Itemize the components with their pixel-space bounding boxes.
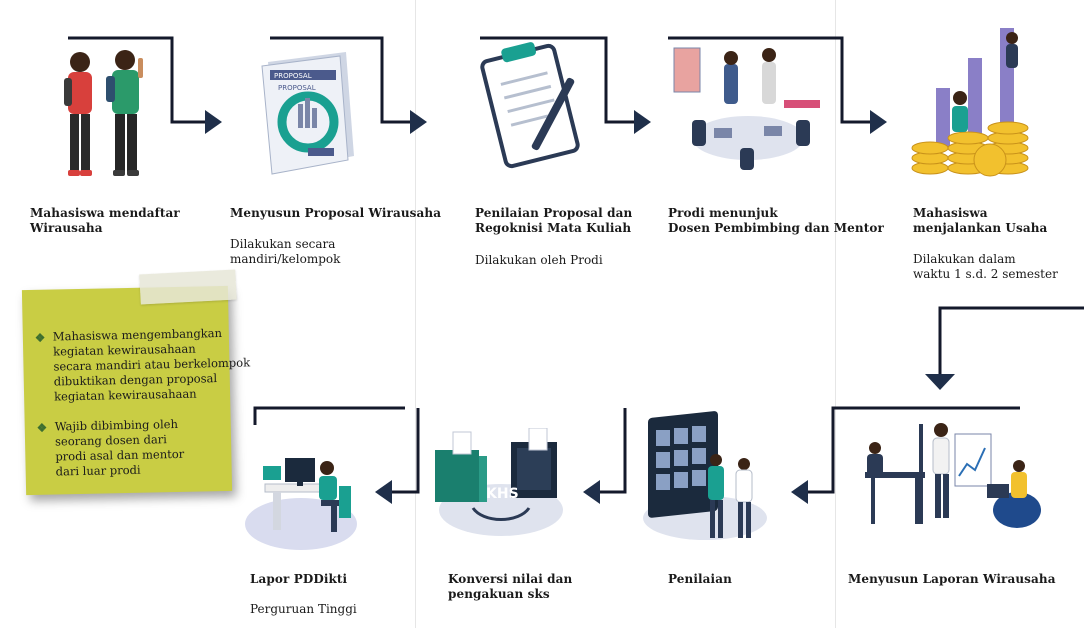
arrow-left-icon xyxy=(791,480,808,504)
diamond-bullet-icon: ❖ xyxy=(36,420,48,435)
illustration-khs-conversion: KHS xyxy=(425,428,575,550)
subcaption-line: Dilakukan secara xyxy=(230,237,336,251)
subcaption-line: Dilakukan oleh Prodi xyxy=(475,253,603,267)
note-item: ❖ Mahasiswa mengembangkan kegiatan kewir… xyxy=(35,325,251,404)
step-subcaption: Dilakukan secara mandiri/kelompok xyxy=(230,237,340,267)
caption-line: Menyusun Laporan Wirausaha xyxy=(848,572,1056,586)
caption-line: Lapor PDDikti xyxy=(250,572,348,586)
caption-line: Mahasiswa xyxy=(913,206,988,220)
diamond-bullet-icon: ❖ xyxy=(34,330,46,345)
note-line: kegiatan kewirausahaan xyxy=(53,386,197,404)
arrow-left-icon xyxy=(583,480,600,504)
connector-line xyxy=(938,306,1084,374)
step-caption: Penilaian Proposal dan Regoknisi Mata Ku… xyxy=(475,206,632,236)
arrow-right-icon xyxy=(634,110,651,134)
step-subcaption: Perguruan Tinggi xyxy=(250,602,357,617)
caption-line: Penilaian Proposal dan xyxy=(475,206,633,220)
caption-line: Regoknisi Mata Kuliah xyxy=(475,221,632,235)
caption-line: Dosen Pembimbing dan Mentor xyxy=(668,221,884,235)
caption-line: Penilaian xyxy=(668,572,732,586)
connector-line xyxy=(600,408,627,494)
proposal-cover-label-2: PROPOSAL xyxy=(278,84,316,92)
step-caption: Prodi menunjuk Dosen Pembimbing dan Ment… xyxy=(668,206,884,236)
caption-line: menjalankan Usaha xyxy=(913,221,1048,235)
illustration-running-business xyxy=(908,18,1038,183)
step-caption: Konversi nilai dan pengakuan sks xyxy=(448,572,572,602)
column-divider xyxy=(415,0,416,628)
step-caption: Penilaian xyxy=(668,572,732,587)
step-caption: Mahasiswa mendaftar Wirausaha xyxy=(30,206,180,236)
illustration-students-registering xyxy=(50,40,160,190)
step-caption: Mahasiswa menjalankan Usaha xyxy=(913,206,1047,236)
arrow-right-icon xyxy=(870,110,887,134)
khs-label: KHS xyxy=(486,486,519,502)
illustration-proposal-document: PROPOSAL PROPOSAL xyxy=(250,48,360,178)
caption-line: pengakuan sks xyxy=(448,587,550,601)
arrow-right-icon xyxy=(410,110,427,134)
step-caption: Menyusun Laporan Wirausaha xyxy=(848,572,1056,587)
arrow-down-icon xyxy=(925,374,955,390)
connector-line xyxy=(253,406,405,425)
step-subcaption: Dilakukan oleh Prodi xyxy=(475,253,603,268)
subcaption-line: Perguruan Tinggi xyxy=(250,602,357,616)
subcaption-line: mandiri/kelompok xyxy=(230,252,341,266)
illustration-team-meeting xyxy=(668,40,828,180)
subcaption-line: Dilakukan dalam xyxy=(913,252,1016,266)
illustration-video-assessment xyxy=(630,408,780,558)
step-subcaption: Dilakukan dalam waktu 1 s.d. 2 semester xyxy=(913,252,1058,282)
caption-line: Menyusun Proposal Wirausaha xyxy=(230,206,442,220)
note-line: prodi asal dan mentor xyxy=(55,446,185,464)
caption-line: Wirausaha xyxy=(30,221,103,235)
step-caption: Lapor PDDikti xyxy=(250,572,347,587)
illustration-pddikti-report xyxy=(245,428,375,556)
caption-line: Mahasiswa mendaftar xyxy=(30,206,180,220)
arrow-left-icon xyxy=(375,480,392,504)
note-item: ❖ Wajib dibimbing oleh seorang dosen dar… xyxy=(37,417,185,480)
illustration-report-writing xyxy=(855,418,1045,543)
caption-line: Prodi menunjuk xyxy=(668,206,778,220)
sticky-tape xyxy=(139,269,237,305)
proposal-cover-label: PROPOSAL xyxy=(274,72,312,80)
sticky-note: ❖ Mahasiswa mengembangkan kegiatan kewir… xyxy=(21,285,250,496)
note-line: dari luar prodi xyxy=(55,462,141,479)
column-divider xyxy=(835,0,836,628)
subcaption-line: waktu 1 s.d. 2 semester xyxy=(913,267,1058,281)
illustration-clipboard-assessment xyxy=(475,38,590,178)
step-caption: Menyusun Proposal Wirausaha xyxy=(230,206,441,221)
caption-line: Konversi nilai dan xyxy=(448,572,573,586)
arrow-right-icon xyxy=(205,110,222,134)
